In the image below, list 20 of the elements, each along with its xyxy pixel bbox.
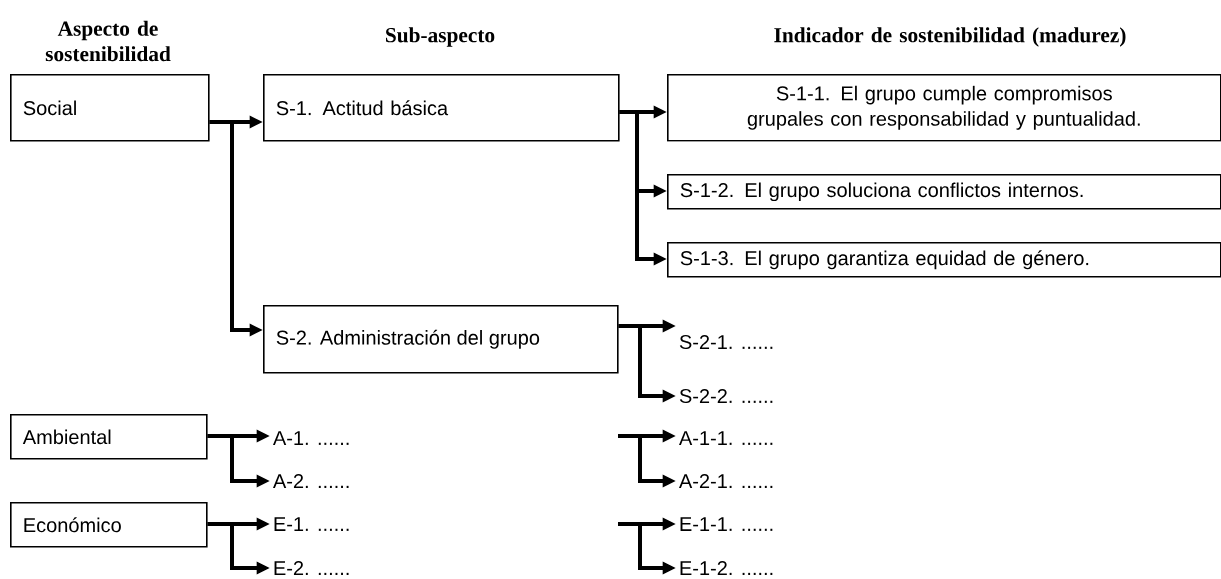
item-text: E-1. ......	[274, 517, 349, 531]
sub-aspect-box: S-2. Administración del grupo	[263, 305, 619, 374]
item-text: S-2-1. ......	[679, 334, 773, 350]
item-text: A-1. ......	[273, 431, 349, 445]
category-box: Social	[10, 74, 210, 142]
indicator-box: S-1-3. El grupo garantiza equidad de género.	[667, 242, 1221, 278]
item-text: E-1-2. ......	[680, 561, 773, 575]
item-text: A-2-1. ......	[679, 474, 773, 488]
item-text: A-1-1. ......	[679, 431, 773, 445]
column-heading: Sub-aspecto	[386, 27, 495, 47]
column-heading: Indicador de sostenibilidad (madurez)	[774, 27, 1126, 47]
category-box: Ambiental	[10, 414, 208, 460]
item-text: E-1-1. ......	[680, 517, 773, 531]
category-box: Económico	[10, 502, 208, 548]
item-text: S-2-2. ......	[679, 388, 773, 404]
item-text: A-2. ......	[273, 474, 349, 488]
sub-aspect-box: S-1. Actitud básica	[263, 74, 620, 142]
indicator-box: S-1-1. El grupo cumple compromisos grupales con responsabilidad y puntualidad.	[667, 74, 1221, 142]
indicator-box: S-1-2. El grupo soluciona conflictos internos.	[667, 174, 1221, 210]
item-text: E-2. ......	[274, 561, 349, 575]
